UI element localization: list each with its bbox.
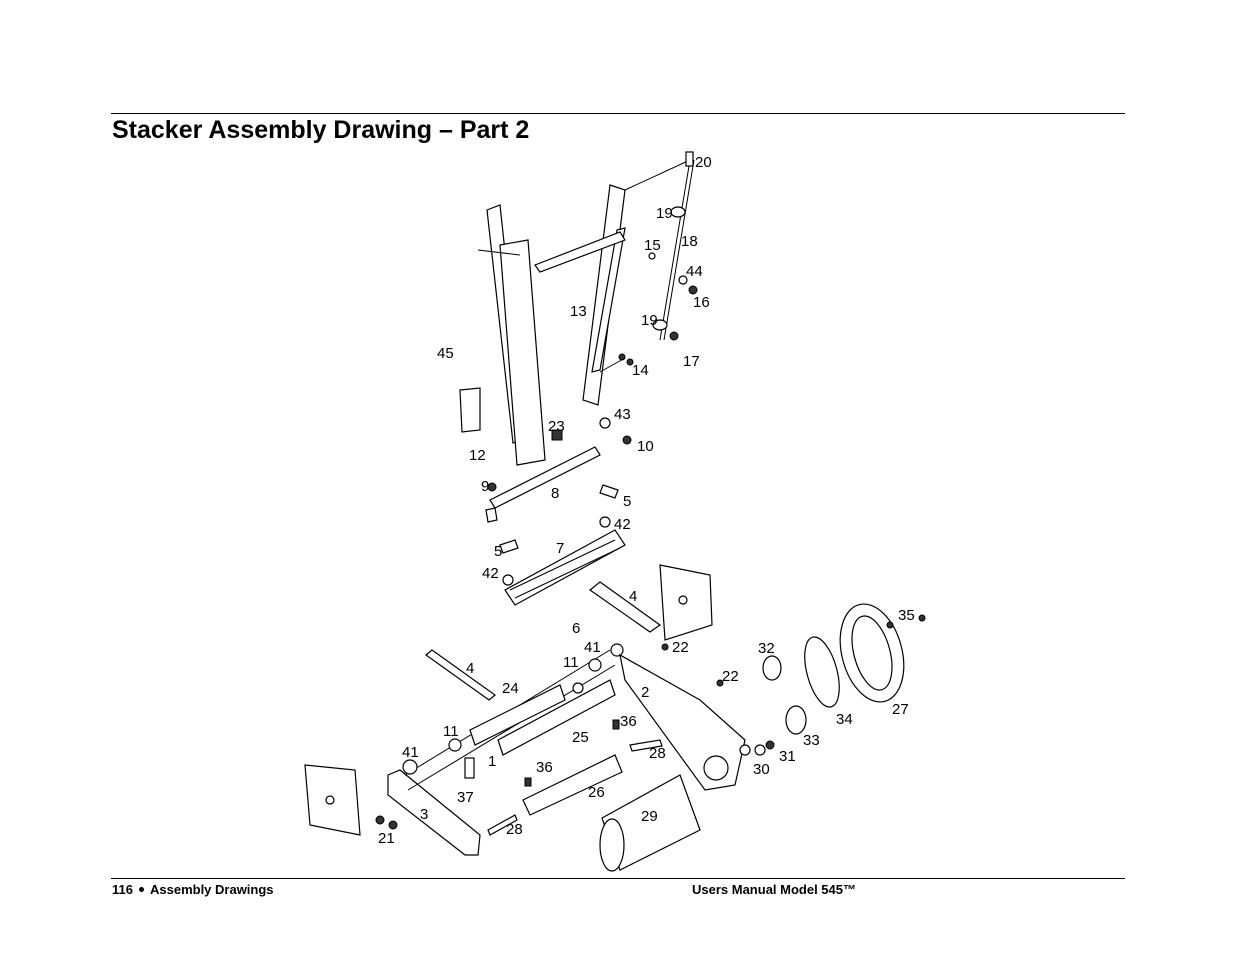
part-label: 25 bbox=[572, 729, 589, 746]
part-label: 26 bbox=[588, 784, 605, 801]
belt-27 bbox=[839, 603, 905, 703]
part-label: 16 bbox=[693, 294, 710, 311]
part-label: 12 bbox=[469, 447, 486, 464]
part-label: 4 bbox=[629, 588, 637, 605]
part-label: 28 bbox=[649, 745, 666, 762]
motor bbox=[599, 774, 701, 872]
page-title: Stacker Assembly Drawing – Part 2 bbox=[112, 116, 530, 144]
comb-tray bbox=[499, 484, 626, 606]
part-label: 24 bbox=[502, 680, 519, 697]
part-label: 36 bbox=[536, 759, 553, 776]
part-label: 11 bbox=[563, 654, 579, 671]
part-label: 15 bbox=[644, 237, 661, 254]
part-label: 17 bbox=[683, 353, 700, 370]
part-label: 3 bbox=[420, 806, 428, 823]
roller-26 bbox=[522, 754, 623, 816]
part-label: 35 bbox=[898, 607, 915, 624]
manual-name: Users Manual Model 545™ bbox=[692, 882, 856, 897]
roller-25 bbox=[497, 679, 616, 756]
part-label: 7 bbox=[556, 540, 564, 557]
header-rule bbox=[111, 113, 1125, 114]
part-labels: 20 19 18 15 44 16 13 19 17 45 14 43 10 2… bbox=[378, 154, 915, 847]
part-label: 13 bbox=[570, 303, 587, 320]
fasteners-lower bbox=[375, 614, 926, 830]
footer-rule bbox=[111, 878, 1125, 879]
comb-bar bbox=[485, 429, 601, 523]
side-frame-right bbox=[534, 159, 691, 406]
rod-assembly bbox=[648, 151, 698, 341]
part-label: 29 bbox=[641, 808, 658, 825]
part-label: 31 bbox=[779, 748, 796, 765]
part-label: 41 bbox=[402, 744, 419, 761]
part-label: 41 bbox=[584, 639, 601, 656]
part-label: 5 bbox=[623, 493, 631, 510]
guide-bar bbox=[425, 581, 662, 701]
side-plate-right bbox=[659, 564, 713, 641]
part-label: 8 bbox=[551, 485, 559, 502]
part-label: 27 bbox=[892, 701, 909, 718]
part-label: 28 bbox=[506, 821, 523, 838]
part-label: 34 bbox=[836, 711, 853, 728]
motor-bracket bbox=[619, 653, 746, 791]
part-label: 22 bbox=[722, 668, 739, 685]
belt-34 bbox=[804, 636, 840, 708]
part-label: 44 bbox=[686, 263, 703, 280]
roller-24 bbox=[469, 684, 566, 746]
part-label: 5 bbox=[494, 543, 502, 560]
part-label: 6 bbox=[572, 620, 580, 637]
bullet-icon bbox=[138, 887, 144, 893]
pulley-32 bbox=[762, 655, 782, 681]
part-label: 2 bbox=[641, 684, 649, 701]
part-label: 21 bbox=[378, 830, 395, 847]
part-label: 42 bbox=[482, 565, 499, 582]
footer-left: 116 Assembly Drawings bbox=[112, 882, 274, 897]
part-label: 37 bbox=[457, 789, 474, 806]
lower-frame bbox=[387, 643, 624, 856]
part-label: 23 bbox=[548, 418, 565, 435]
part-label: 43 bbox=[614, 406, 631, 423]
part-label: 11 bbox=[443, 723, 459, 740]
part-label: 10 bbox=[637, 438, 654, 455]
part-label: 36 bbox=[620, 713, 637, 730]
part-label: 19 bbox=[656, 205, 673, 222]
part-label: 1 bbox=[488, 753, 496, 770]
part-label: 19 bbox=[641, 312, 658, 329]
part-label: 22 bbox=[672, 639, 689, 656]
page-number: 116 bbox=[112, 882, 133, 897]
part-label: 20 bbox=[695, 154, 712, 171]
part-label: 33 bbox=[803, 732, 820, 749]
side-plate-left bbox=[304, 764, 361, 836]
part-label: 18 bbox=[681, 233, 698, 250]
part-label: 32 bbox=[758, 640, 775, 657]
part-label: 9 bbox=[481, 478, 489, 495]
pulley-33 bbox=[785, 705, 807, 735]
part-label: 45 bbox=[437, 345, 454, 362]
part-label: 42 bbox=[614, 516, 631, 533]
pins bbox=[487, 719, 663, 836]
fasteners-upper bbox=[599, 353, 634, 445]
part-label: 14 bbox=[632, 362, 649, 379]
side-frame-left bbox=[459, 204, 546, 466]
part-label: 4 bbox=[466, 660, 474, 677]
part-label: 30 bbox=[753, 761, 770, 778]
section-name: Assembly Drawings bbox=[149, 882, 274, 897]
